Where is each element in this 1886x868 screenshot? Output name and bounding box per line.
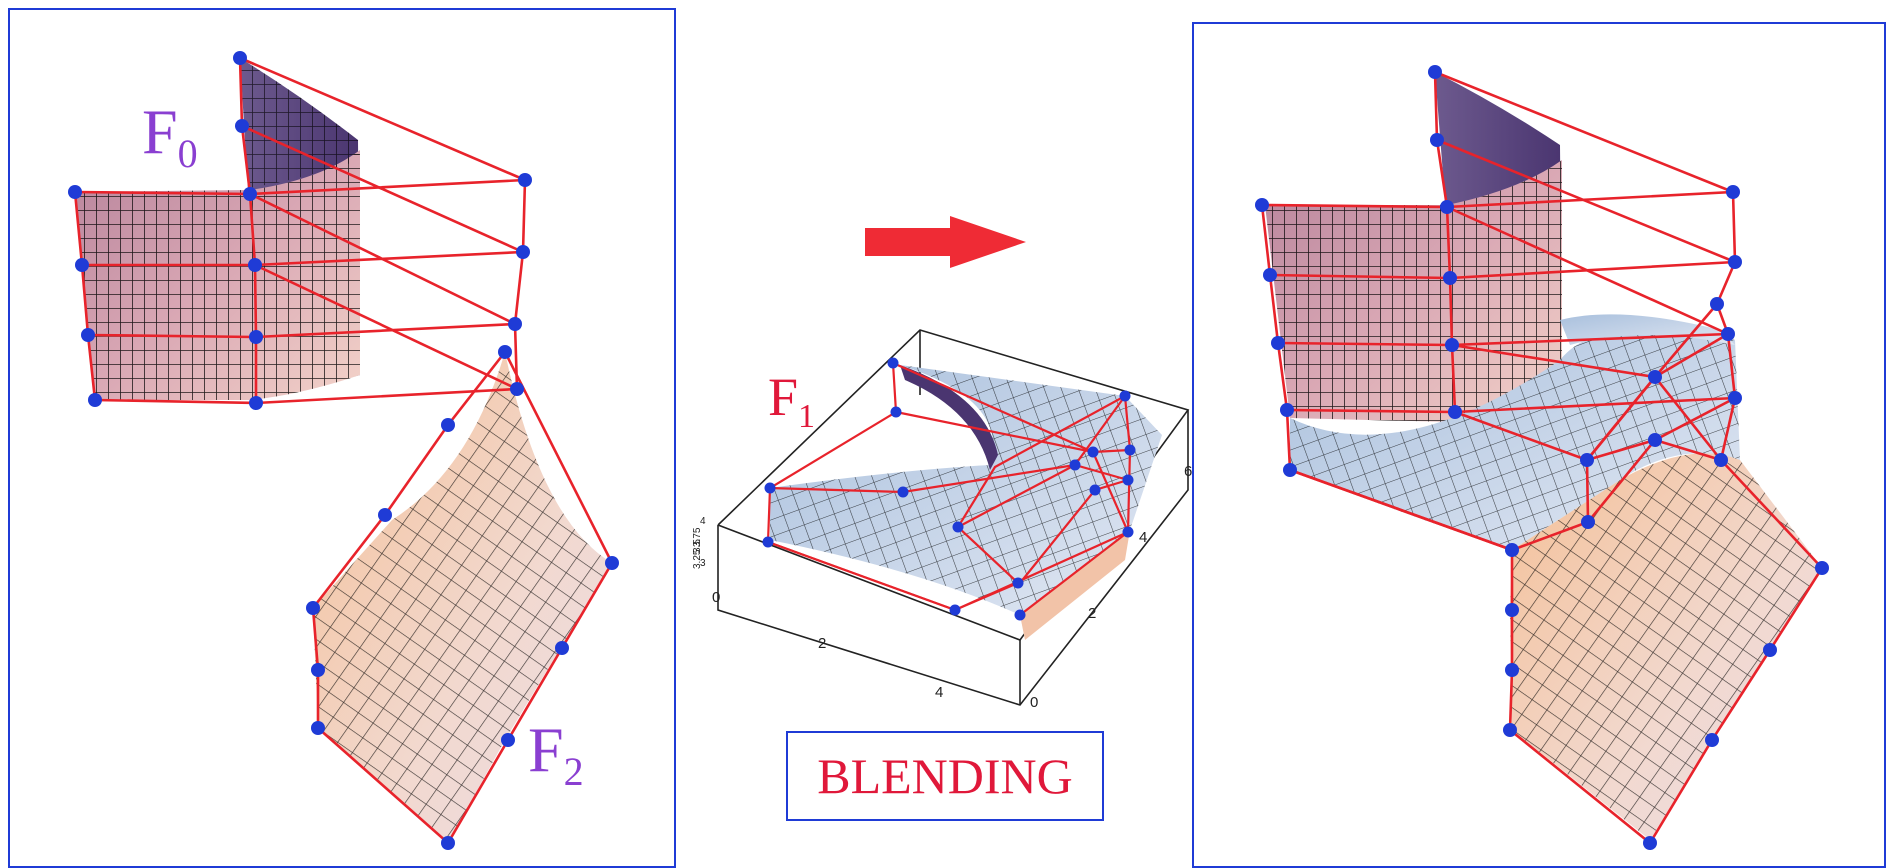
z-tick-35: 3.5 (692, 539, 703, 553)
y-tick-4: 4 (1139, 529, 1147, 546)
y-tick-6: 6 (1184, 463, 1192, 480)
f0-label-base: F (142, 96, 178, 167)
z-tick-375: 3.75 (692, 527, 703, 547)
z-tick-4: 4 (700, 516, 706, 527)
f0-label: F0 (142, 100, 198, 174)
blending-caption-box: BLENDING (786, 731, 1104, 821)
blended-control-points (1255, 65, 1829, 850)
f1-axis-ticks: 2 4 2 4 6 0 0 4 3.75 3.5 3.25 3 (692, 463, 1192, 711)
f2-label: F2 (528, 718, 584, 792)
blended-surface (1265, 72, 1822, 840)
origin-y-tick: 0 (1030, 694, 1038, 711)
z-tick-3: 3 (700, 558, 706, 569)
x-tick-4: 4 (935, 684, 943, 701)
y-tick-2: 2 (1088, 605, 1096, 622)
f1-label-base: F (768, 367, 799, 427)
f2-surface (313, 352, 612, 843)
f2-label-base: F (528, 714, 564, 785)
f1-plot-box (717, 329, 1190, 706)
f1-label: F1 (768, 370, 815, 434)
z-tick-325: 3.25 (692, 549, 703, 569)
f0-label-sub: 0 (177, 131, 198, 176)
f1-control-points (762, 357, 1136, 621)
origin-x-tick: 0 (712, 589, 720, 606)
right-arrow-icon (865, 216, 1026, 268)
blending-caption: BLENDING (817, 748, 1073, 804)
f0-surface (75, 58, 360, 400)
f1-label-sub: 1 (798, 398, 816, 435)
left-control-points (68, 51, 619, 850)
f1-surface (770, 365, 1162, 640)
x-tick-2: 2 (818, 635, 826, 652)
f2-label-sub: 2 (563, 749, 584, 794)
blended-control-polygon (1260, 70, 1824, 845)
